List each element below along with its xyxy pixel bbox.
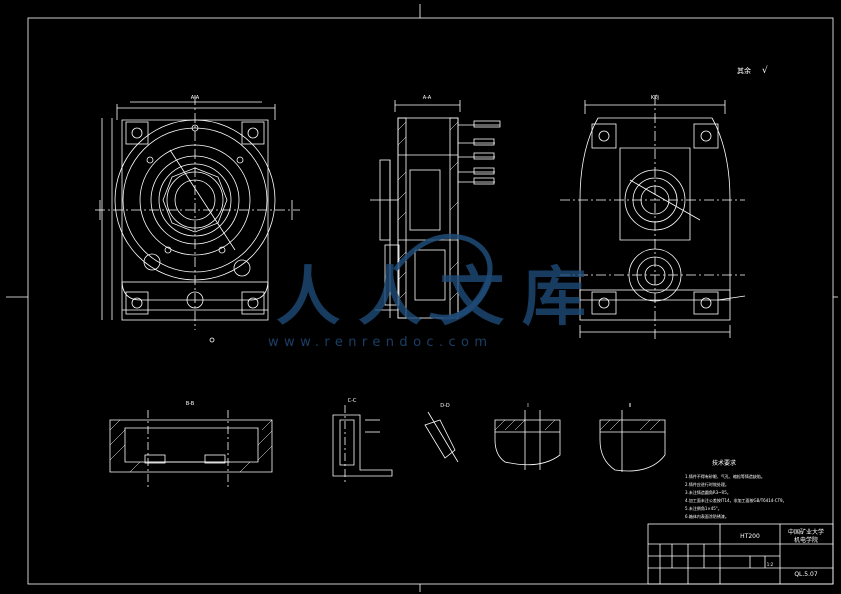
watermark-brand: 人人文库 — [276, 260, 604, 335]
title-drawing-number: QL.5.07 — [794, 571, 818, 578]
detail-label-i: I — [527, 403, 528, 409]
section-label-a-a: A-A — [191, 95, 200, 101]
title-block — [647, 523, 834, 585]
tech-req-item: 3.未注铸造圆角R3~R5。 — [685, 489, 731, 495]
tech-req-item: 4.加工面未注公差按IT14，非加工面按GB/T6414-CT9。 — [685, 497, 787, 503]
inner-frame — [27, 17, 834, 585]
front-view — [95, 95, 300, 343]
title-school-line1: 中国矿业大学 — [788, 528, 824, 536]
bottom-sections — [109, 405, 666, 490]
section-label-c-c: C-C — [348, 398, 357, 404]
tech-req-item: 2.铸件应进行时效处理。 — [685, 481, 729, 487]
section-label-top-mid: A-A — [423, 95, 432, 101]
roughness-note: 其余 — [737, 66, 751, 75]
tech-req-heading: 技术要求 — [712, 459, 736, 467]
section-label-d-d: D-D — [440, 403, 450, 409]
side-view — [560, 95, 746, 340]
sheet-frame — [6, 4, 838, 592]
tech-req-item: 6.箱体内表面涂防锈漆。 — [685, 513, 729, 519]
section-label-b-b: B-B — [186, 401, 195, 407]
detail-label-ii: II — [629, 403, 632, 409]
tech-req-item: 1.铸件不得有砂眼、气孔、缩松等铸造缺陷。 — [685, 473, 765, 479]
title-school-line2: 机电学院 — [794, 536, 818, 544]
roughness-symbol-icon: √ — [762, 65, 768, 76]
title-drawing-name: HT200 — [740, 533, 760, 540]
tech-req-item: 5.未注倒角1×45°。 — [685, 505, 722, 511]
section-label-k-view: K向 — [651, 94, 659, 101]
watermark-url: www.renrendoc.com — [268, 335, 493, 350]
title-scale: 1:2 — [767, 562, 774, 567]
